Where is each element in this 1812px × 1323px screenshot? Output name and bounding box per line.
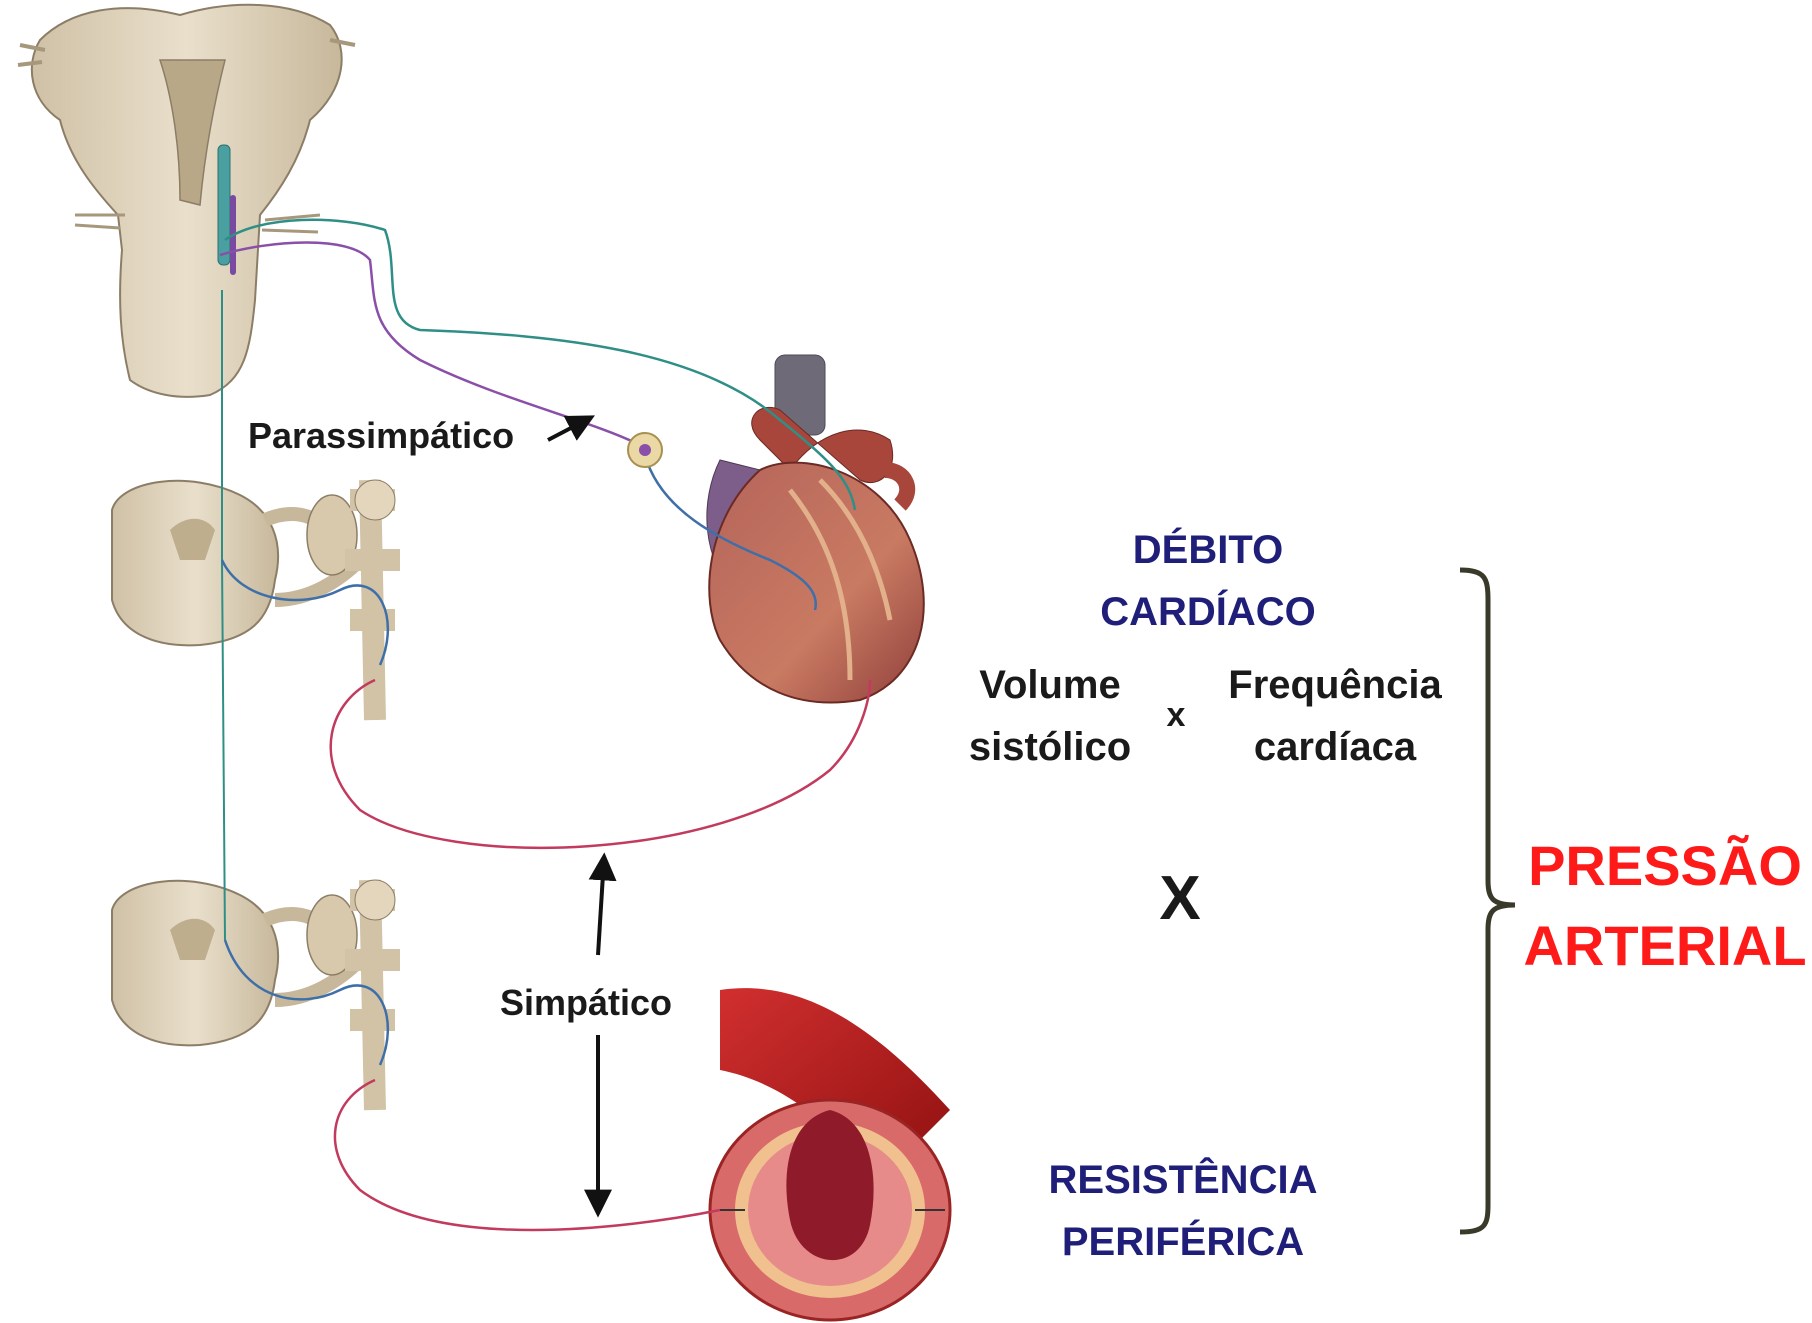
sympathetic-label: Simpático — [500, 985, 672, 1021]
spinal-cord-segment-upper — [112, 480, 400, 720]
spinal-cord-segment-lower — [112, 880, 400, 1110]
arterial-pressure-line1: PRESSÃO — [1520, 838, 1810, 894]
cardiac-output-line1: DÉBITO — [1058, 530, 1358, 570]
heart-rate-line2: cardíaca — [1210, 727, 1460, 767]
ganglion-core — [639, 444, 651, 456]
sympathetic-heart-path — [331, 680, 870, 848]
multiply-large-label: X — [1140, 868, 1220, 930]
peripheral-resistance-line1: RESISTÊNCIA — [1028, 1160, 1338, 1200]
parasympathetic-label: Parassimpático — [248, 418, 514, 454]
stroke-volume-line1: Volume — [950, 665, 1150, 705]
cardiac-output-line2: CARDÍACO — [1058, 592, 1358, 632]
sympathetic-artery-path — [335, 1080, 720, 1230]
brainstem-illustration — [18, 5, 355, 397]
parasympathetic-arrow — [548, 418, 590, 440]
artery-cross-section-illustration — [710, 988, 950, 1320]
stroke-volume-line2: sistólico — [950, 727, 1150, 767]
peripheral-resistance-line2: PERIFÉRICA — [1028, 1222, 1338, 1262]
heart-illustration — [707, 355, 924, 703]
pressure-brace — [1460, 570, 1515, 1232]
sympathetic-arrow-up — [598, 858, 604, 955]
heart-rate-line1: Frequência — [1210, 665, 1460, 705]
arterial-pressure-line2: ARTERIAL — [1520, 918, 1810, 974]
multiply-small-label: x — [1163, 698, 1189, 732]
vagal-fiber-path — [225, 220, 855, 510]
